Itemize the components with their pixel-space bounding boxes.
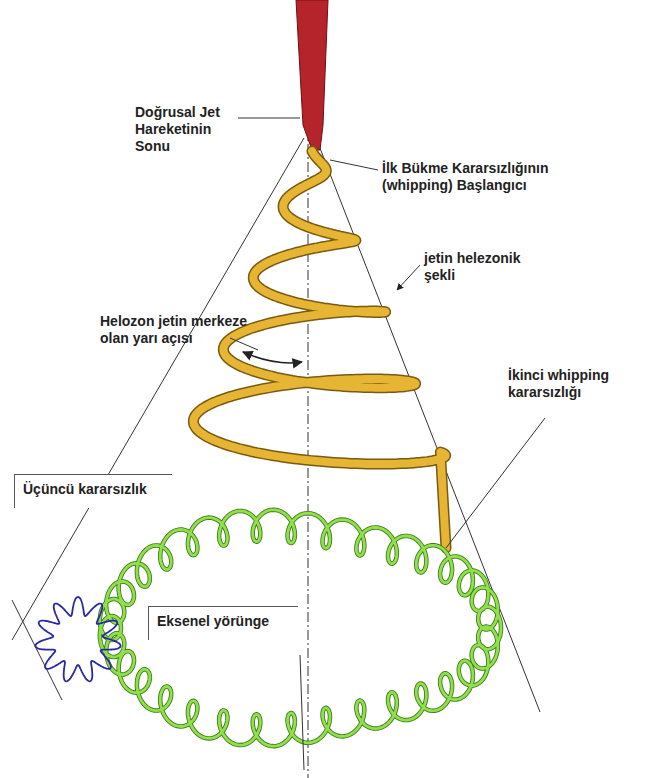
label-box: Üçüncü kararsızlık [14,474,172,508]
label-box: Eksenel yörünge [148,606,298,640]
angle-arc [243,352,302,363]
callout-label: Doğrusal Jet Hareketinin Sonu [135,104,240,155]
helical-jet [193,151,446,548]
leader-line [397,265,420,290]
second-whipping-loop [100,510,501,746]
callout-label: jetin helezonik şekli [424,250,549,284]
callout-label: Helozon jetin merkeze olan yarı açısı [100,313,250,347]
leader-line [330,160,378,170]
box-label: Üçüncü kararsızlık [23,481,164,498]
leader-line [230,338,258,350]
helical-jet [193,151,446,548]
second-whipping-loop [100,510,501,746]
leader-line [238,118,300,119]
callout-label: İkinci whipping kararsızlığı [508,367,644,401]
straight-jet [296,0,328,150]
leader-line [446,418,545,548]
box-label: Eksenel yörünge [157,613,290,630]
third-instability-coil [35,597,120,681]
callout-label: İlk Bükme Kararsızlığının (whipping) Baş… [382,160,617,194]
leader-line [300,655,304,770]
cone-line [316,138,540,712]
